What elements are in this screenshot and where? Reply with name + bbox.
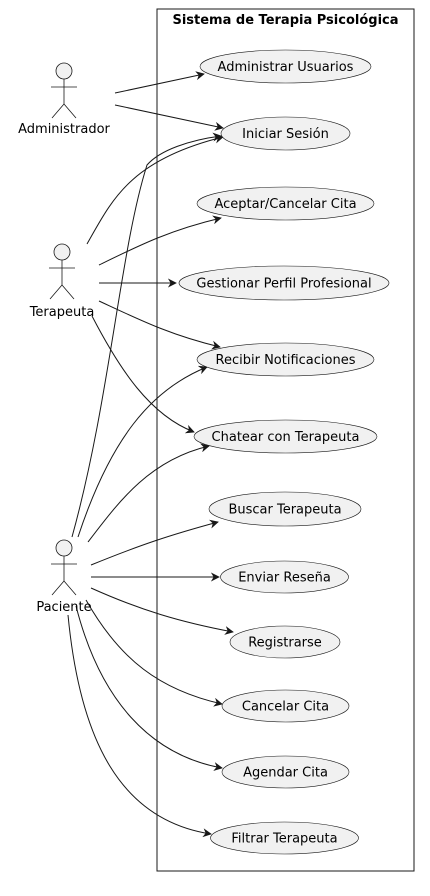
actor-administrador[interactable]: Administrador bbox=[18, 62, 111, 137]
use-case-label: Recibir Notificaciones bbox=[216, 353, 356, 368]
use-case-ellipse bbox=[221, 755, 350, 789]
association-layer bbox=[67, 71, 234, 838]
actor-stick-figure-icon bbox=[51, 539, 77, 596]
use-case-ellipse bbox=[221, 689, 350, 723]
use-case-label: Registrarse bbox=[248, 636, 322, 651]
association-paciente-uc_login bbox=[71, 132, 222, 538]
association-paciente-uc_search bbox=[90, 519, 219, 566]
actor-label: Administrador bbox=[18, 122, 110, 137]
association-paciente-uc_register bbox=[90, 587, 234, 635]
use-case-enviar-resena[interactable]: Enviar Reseña bbox=[220, 560, 349, 594]
actor-terapeuta[interactable]: Terapeuta bbox=[29, 243, 95, 320]
actor-paciente[interactable]: Paciente bbox=[36, 539, 92, 615]
use-case-ellipse bbox=[208, 491, 362, 527]
association-paciente-uc_schedule bbox=[75, 605, 223, 771]
use-case-ellipse bbox=[178, 265, 390, 301]
use-case-ellipse bbox=[220, 116, 351, 151]
use-case-ellipse bbox=[193, 419, 378, 454]
use-case-label: Gestionar Perfil Profesional bbox=[196, 277, 371, 292]
use-case-layer: Administrar Usuarios Iniciar Sesión Acep… bbox=[178, 49, 390, 855]
association-admin-uc_login bbox=[114, 104, 224, 131]
actor-label: Terapeuta bbox=[29, 305, 95, 320]
system-title: Sistema de Terapia Psicológica bbox=[172, 13, 398, 28]
use-case-agendar-cita[interactable]: Agendar Cita bbox=[221, 755, 350, 789]
association-terapeuta-uc_login bbox=[86, 134, 224, 245]
use-case-administrar-usuarios[interactable]: Administrar Usuarios bbox=[199, 49, 372, 84]
use-case-label: Administrar Usuarios bbox=[218, 60, 354, 75]
use-case-gestionar-perfil-profesional[interactable]: Gestionar Perfil Profesional bbox=[178, 265, 390, 301]
actor-stick-figure-icon bbox=[51, 62, 77, 119]
association-admin-uc_admin_users bbox=[114, 71, 205, 94]
actor-stick-figure-icon bbox=[49, 243, 75, 300]
use-case-buscar-terapeuta[interactable]: Buscar Terapeuta bbox=[208, 491, 362, 527]
use-case-ellipse bbox=[196, 186, 375, 221]
association-terapeuta-uc_notifications bbox=[98, 300, 221, 350]
association-terapeuta-uc_chat bbox=[91, 315, 195, 434]
use-case-label: Iniciar Sesión bbox=[242, 127, 329, 142]
use-case-label: Agendar Cita bbox=[243, 766, 328, 781]
use-case-ellipse bbox=[196, 342, 375, 377]
use-case-chatear-con-terapeuta[interactable]: Chatear con Terapeuta bbox=[193, 419, 378, 454]
use-case-label: Buscar Terapeuta bbox=[228, 503, 341, 518]
use-case-label: Aceptar/Cancelar Cita bbox=[214, 197, 356, 212]
use-case-ellipse bbox=[229, 625, 341, 659]
association-paciente-uc_notifications bbox=[77, 365, 208, 538]
association-paciente-uc_cancel bbox=[85, 599, 223, 707]
use-case-iniciar-sesion[interactable]: Iniciar Sesión bbox=[220, 116, 351, 151]
use-case-ellipse bbox=[220, 560, 349, 594]
use-case-label: Enviar Reseña bbox=[238, 571, 331, 586]
use-case-cancelar-cita[interactable]: Cancelar Cita bbox=[221, 689, 350, 723]
use-case-label: Cancelar Cita bbox=[242, 700, 329, 715]
use-case-recibir-notificaciones[interactable]: Recibir Notificaciones bbox=[196, 342, 375, 377]
use-case-aceptar-cancelar-cita[interactable]: Aceptar/Cancelar Cita bbox=[196, 186, 375, 221]
actor-label: Paciente bbox=[36, 600, 91, 615]
use-case-label: Filtrar Terapeuta bbox=[231, 832, 337, 847]
use-case-ellipse bbox=[199, 49, 372, 84]
use-case-label: Chatear con Terapeuta bbox=[212, 430, 360, 445]
association-terapeuta-uc_accept_cancel bbox=[98, 215, 222, 266]
association-paciente-uc_chat bbox=[87, 443, 210, 543]
use-case-ellipse bbox=[210, 821, 359, 855]
use-case-registrarse[interactable]: Registrarse bbox=[229, 625, 341, 659]
association-paciente-uc_filter bbox=[67, 614, 212, 838]
use-case-filtrar-terapeuta[interactable]: Filtrar Terapeuta bbox=[210, 821, 359, 855]
